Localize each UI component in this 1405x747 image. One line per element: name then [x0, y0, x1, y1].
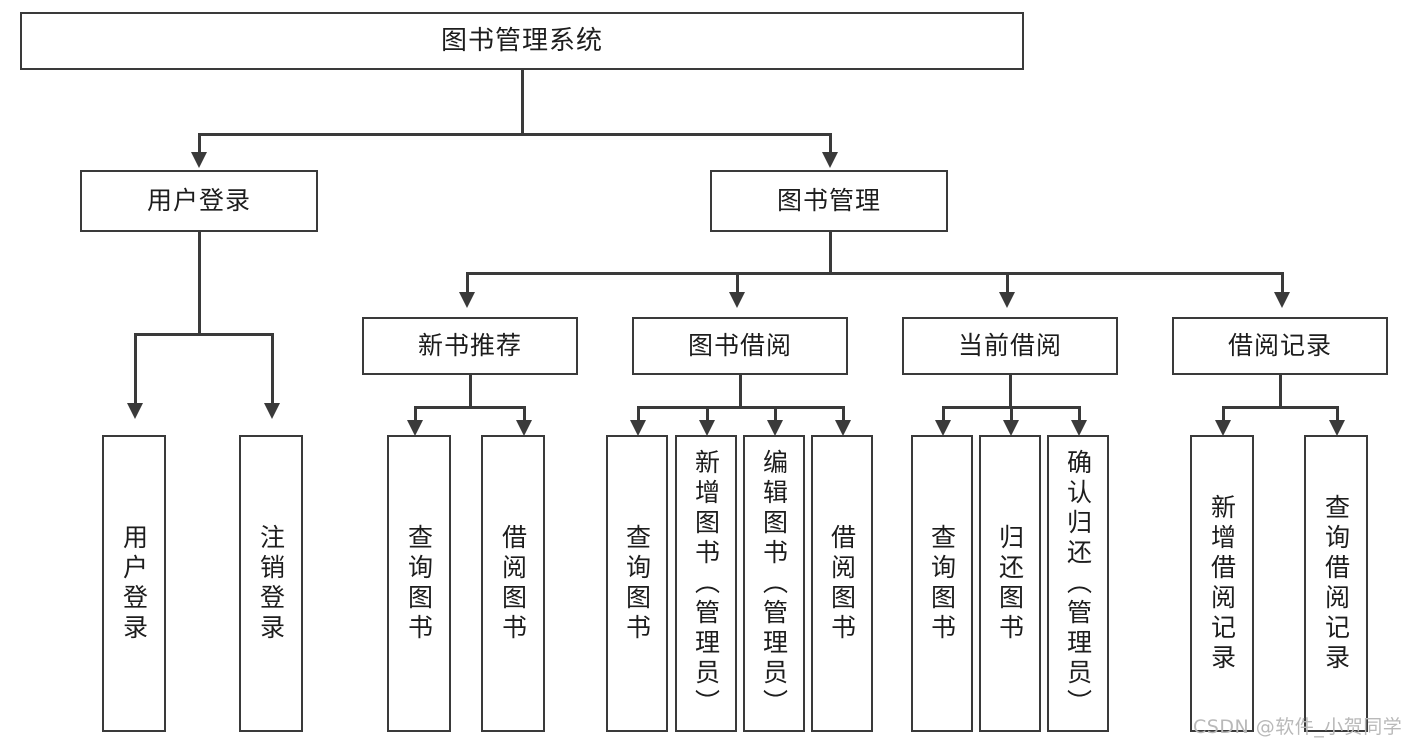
connector-recommend-branch-1 — [414, 406, 417, 422]
arrow-to-leaf-user-login — [127, 403, 143, 419]
node-leaf-rec-query-record[interactable]: 查询借阅记录 — [1304, 435, 1368, 732]
connector-record-bus — [1222, 406, 1338, 409]
arrow-to-borrow-record — [1274, 292, 1290, 308]
node-label: 用户登录 — [119, 523, 149, 644]
node-leaf-borrow-borrow-book[interactable]: 借阅图书 — [811, 435, 873, 732]
connector-recommend-bus — [414, 406, 525, 409]
node-label: 新增借阅记录 — [1207, 493, 1237, 674]
arrow-to-book-borrow — [729, 292, 745, 308]
connector-current-branch-3 — [1078, 406, 1081, 422]
connector-book-manage-branch-1 — [466, 272, 469, 294]
node-label: 图书管理系统 — [440, 25, 603, 56]
node-label: 图书管理 — [776, 186, 881, 216]
node-leaf-borrow-add-book[interactable]: 新增图书（管理员） — [675, 435, 737, 732]
node-label: 当前借阅 — [957, 331, 1062, 361]
connector-book-manage-stem — [829, 232, 832, 274]
connector-user-login-stem — [198, 232, 201, 335]
node-label: 查询图书 — [404, 523, 434, 644]
node-label: 查询图书 — [622, 523, 652, 644]
connector-root-to-user-login — [198, 133, 201, 155]
connector-borrow-bus — [637, 406, 844, 409]
node-leaf-rec-borrow-book[interactable]: 借阅图书 — [481, 435, 545, 732]
node-label: 查询图书 — [927, 523, 957, 644]
connector-borrow-branch-4 — [842, 406, 845, 422]
node-book-borrow[interactable]: 图书借阅 — [632, 317, 848, 375]
connector-user-login-branch-1 — [134, 333, 137, 405]
connector-user-login-branch-2 — [271, 333, 274, 405]
node-leaf-cur-return-book[interactable]: 归还图书 — [979, 435, 1041, 732]
node-book-manage[interactable]: 图书管理 — [710, 170, 948, 232]
arrow-to-rec-query-book — [407, 420, 423, 436]
connector-book-manage-bus — [466, 272, 1284, 275]
node-label: 借阅记录 — [1227, 331, 1332, 361]
node-leaf-rec-query-book[interactable]: 查询图书 — [387, 435, 451, 732]
node-root-system[interactable]: 图书管理系统 — [20, 12, 1024, 70]
node-label: 归还图书 — [995, 523, 1025, 644]
connector-current-branch-2 — [1010, 406, 1013, 422]
node-label: 用户登录 — [146, 186, 251, 216]
node-user-login[interactable]: 用户登录 — [80, 170, 318, 232]
connector-root-stem — [521, 70, 524, 134]
node-label: 新增图书（管理员） — [691, 448, 721, 719]
node-leaf-borrow-query-book[interactable]: 查询图书 — [606, 435, 668, 732]
connector-borrow-branch-1 — [637, 406, 640, 422]
arrow-to-cur-return-book — [1003, 420, 1019, 436]
connector-record-branch-1 — [1222, 406, 1225, 422]
node-label: 注销登录 — [256, 523, 286, 644]
node-label: 图书借阅 — [687, 331, 792, 361]
arrow-to-user-login — [191, 152, 207, 168]
node-leaf-cur-confirm-return[interactable]: 确认归还（管理员） — [1047, 435, 1109, 732]
connector-root-to-book-manage — [829, 133, 832, 155]
connector-recommend-stem — [469, 375, 472, 408]
node-label: 编辑图书（管理员） — [759, 448, 789, 719]
arrow-to-borrow-borrow-book — [835, 420, 851, 436]
node-label: 查询借阅记录 — [1321, 493, 1351, 674]
node-new-book-recommend[interactable]: 新书推荐 — [362, 317, 578, 375]
arrow-to-book-manage — [822, 152, 838, 168]
arrow-to-rec-query-record — [1329, 420, 1345, 436]
arrow-to-rec-add-record — [1215, 420, 1231, 436]
connector-book-manage-branch-4 — [1281, 272, 1284, 294]
arrow-to-rec-borrow-book — [516, 420, 532, 436]
connector-book-manage-branch-3 — [1006, 272, 1009, 294]
arrow-to-cur-confirm-return — [1071, 420, 1087, 436]
connector-record-branch-2 — [1336, 406, 1339, 422]
connector-borrow-stem — [739, 375, 742, 408]
node-label: 借阅图书 — [827, 523, 857, 644]
connector-recommend-branch-2 — [523, 406, 526, 422]
connector-current-branch-1 — [942, 406, 945, 422]
node-label: 新书推荐 — [417, 331, 522, 361]
node-label: 借阅图书 — [498, 523, 528, 644]
connector-current-stem — [1009, 375, 1012, 408]
node-borrow-record[interactable]: 借阅记录 — [1172, 317, 1388, 375]
node-leaf-rec-add-record[interactable]: 新增借阅记录 — [1190, 435, 1254, 732]
arrow-to-borrow-add-book — [699, 420, 715, 436]
arrow-to-cur-query-book — [935, 420, 951, 436]
connector-borrow-branch-2 — [706, 406, 709, 422]
arrow-to-borrow-query-book — [630, 420, 646, 436]
connector-record-stem — [1279, 375, 1282, 408]
node-label: 确认归还（管理员） — [1063, 448, 1093, 719]
node-leaf-borrow-edit-book[interactable]: 编辑图书（管理员） — [743, 435, 805, 732]
connector-borrow-branch-3 — [774, 406, 777, 422]
arrow-to-borrow-edit-book — [767, 420, 783, 436]
node-leaf-user-login[interactable]: 用户登录 — [102, 435, 166, 732]
node-leaf-cur-query-book[interactable]: 查询图书 — [911, 435, 973, 732]
arrow-to-new-book-recommend — [459, 292, 475, 308]
node-current-borrow[interactable]: 当前借阅 — [902, 317, 1118, 375]
node-leaf-user-logout[interactable]: 注销登录 — [239, 435, 303, 732]
connector-user-login-bus — [134, 333, 273, 336]
connector-book-manage-branch-2 — [736, 272, 739, 294]
arrow-to-current-borrow — [999, 292, 1015, 308]
arrow-to-leaf-user-logout — [264, 403, 280, 419]
connector-root-bus — [198, 133, 832, 136]
